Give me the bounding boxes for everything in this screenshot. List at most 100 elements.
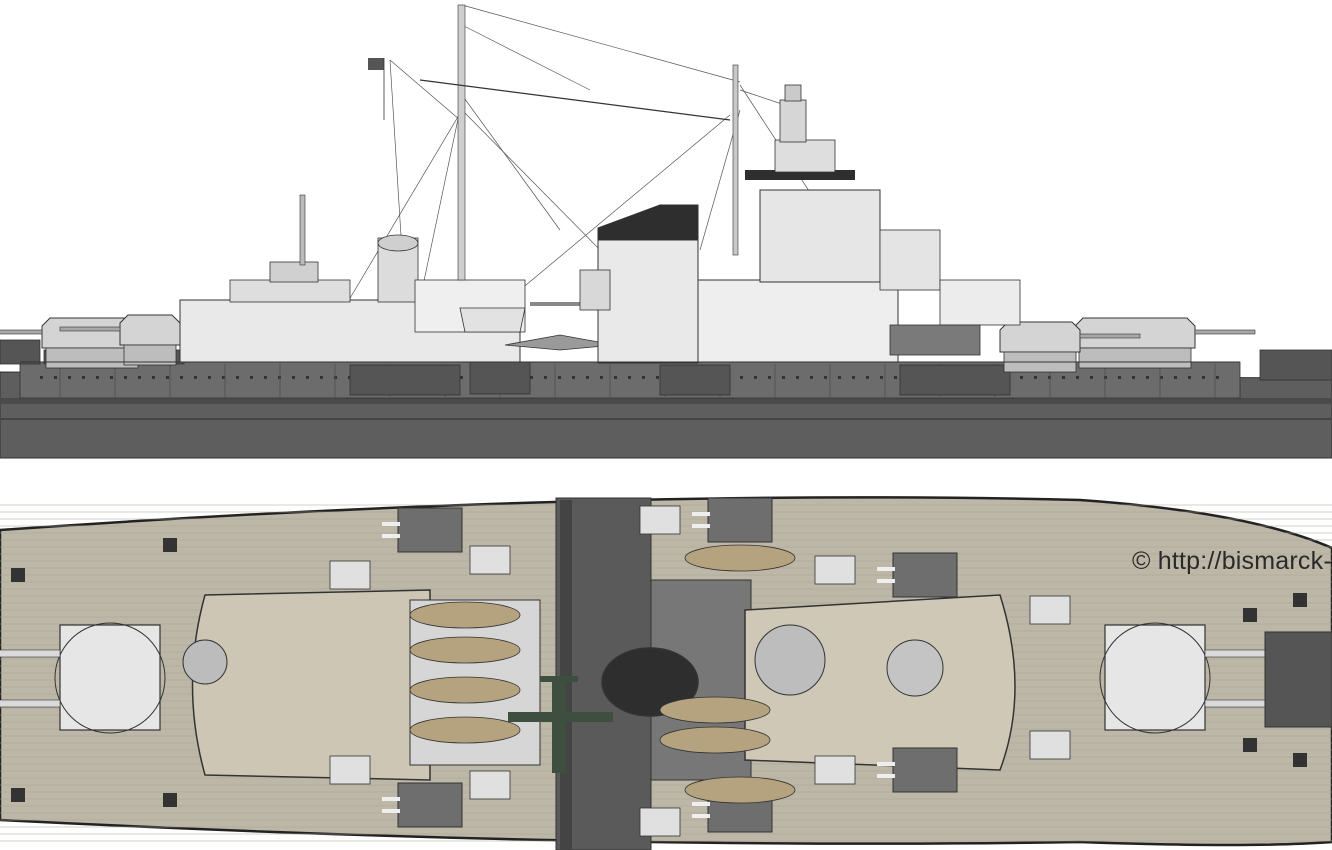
secondary-turret (397, 782, 463, 828)
ships-boat (684, 544, 796, 572)
waterline (0, 418, 1332, 420)
bollard (11, 788, 25, 802)
secondary-barrel (382, 797, 400, 801)
porthole (530, 376, 533, 379)
porthole (180, 376, 183, 379)
aa-mount (814, 755, 856, 785)
porthole (292, 376, 295, 379)
deck-block (349, 364, 461, 396)
secondary-barrel (877, 762, 895, 766)
porthole (222, 376, 225, 379)
porthole (824, 376, 827, 379)
turret-d-plan (0, 622, 166, 734)
porthole (866, 376, 869, 379)
porthole (110, 376, 113, 379)
bollard (1243, 738, 1257, 752)
aircraft-tailplane (540, 676, 578, 682)
barbette-ring (1099, 622, 1211, 734)
forward-deckhouse (939, 279, 1021, 326)
porthole (544, 376, 547, 379)
gun-barrel (1194, 329, 1256, 335)
aircraft-plan (508, 676, 613, 773)
deck-block (899, 364, 1011, 396)
director-plan (886, 639, 944, 697)
porthole (152, 376, 155, 379)
motor-launch (459, 307, 526, 333)
rigging-wire (461, 94, 561, 231)
porthole (1188, 376, 1191, 379)
secondary-turrets-plan (382, 497, 958, 833)
aircraft-fuselage (552, 678, 566, 773)
gun-barrel (59, 326, 121, 332)
ships-boat (409, 676, 521, 704)
aa-platform (579, 269, 611, 311)
deck-block (659, 364, 731, 396)
porthole (208, 376, 211, 379)
porthole (1202, 376, 1205, 379)
aa-mount (1029, 595, 1071, 625)
aa-mount (814, 555, 856, 585)
secondary-barrel (382, 809, 400, 813)
bollard (1243, 608, 1257, 622)
funnel-top (601, 647, 699, 717)
forward-aa-director (879, 229, 941, 291)
conning-tower-plan (754, 624, 826, 696)
secondary-barrel (692, 814, 710, 818)
bollard (1293, 593, 1307, 607)
ships-boat (659, 696, 771, 724)
porthole (334, 376, 337, 379)
porthole (600, 376, 603, 379)
porthole (628, 376, 631, 379)
porthole (96, 376, 99, 379)
superstructure-side (179, 4, 1021, 364)
ships-boat (409, 636, 521, 664)
porthole (194, 376, 197, 379)
funnel-cap (597, 204, 699, 241)
bridge-wing (745, 170, 855, 180)
turret-roof (59, 624, 161, 731)
foremast (732, 64, 739, 256)
porthole (306, 376, 309, 379)
porthole (1034, 376, 1037, 379)
bollard (1293, 753, 1307, 767)
aa-mount (639, 505, 681, 535)
funnel (597, 227, 699, 364)
secondary-barrel (382, 522, 400, 526)
conning-tower (774, 139, 836, 173)
ships-boat (409, 601, 521, 629)
side-profile-view (0, 4, 1332, 459)
secondary-barrel (382, 534, 400, 538)
porthole (1132, 376, 1135, 379)
deck-block (469, 361, 531, 395)
rigging-wire (339, 109, 463, 316)
credit-watermark: © http://bismarck-c (1132, 547, 1332, 575)
ships-boat (659, 726, 771, 754)
porthole (1104, 376, 1107, 379)
deck-fittings (11, 538, 1307, 807)
porthole (810, 376, 813, 379)
aa-mount (469, 770, 511, 800)
bollard (163, 538, 177, 552)
bollard (11, 568, 25, 582)
porthole (82, 376, 85, 379)
rigging-wire (461, 4, 741, 83)
foretop (779, 99, 807, 143)
porthole (782, 376, 785, 379)
barbette-ring (54, 622, 166, 734)
aa-mount (469, 545, 511, 575)
secondary-barrel (877, 774, 895, 778)
secondary-barrel (692, 512, 710, 516)
gun-barrel (1079, 333, 1141, 339)
porthole (54, 376, 57, 379)
secondary-barrel (692, 524, 710, 528)
aft-mast (299, 194, 306, 266)
porthole (1020, 376, 1023, 379)
rigging-wire (519, 114, 731, 291)
aa-mounts-plan (329, 505, 1071, 837)
rigging-wire (461, 24, 591, 91)
porthole (880, 376, 883, 379)
porthole (166, 376, 169, 379)
deck-block (0, 339, 41, 365)
